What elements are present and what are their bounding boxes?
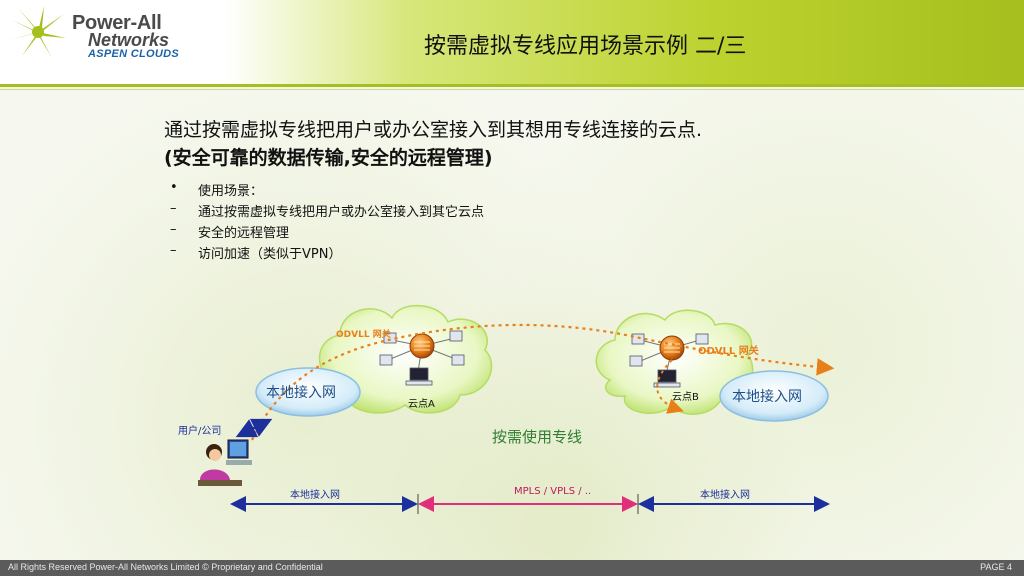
- bullet-item: – 访问加速（类似于VPN）: [170, 243, 484, 264]
- footer-bar: All Rights Reserved Power-All Networks L…: [0, 560, 1024, 576]
- bullet-marker: –: [170, 201, 177, 216]
- local-access-left-label: 本地接入网: [266, 385, 336, 401]
- logo-text-networks: Networks: [88, 30, 170, 50]
- gateway-b-label: ODVLL 网关: [698, 346, 759, 357]
- bullet-marker: –: [170, 222, 177, 237]
- bullet-text: 安全的远程管理: [198, 226, 290, 241]
- bullet-list: • 使用场景： – 通过按需虚拟专线把用户或办公室接入到其它云点 – 安全的远程…: [170, 180, 484, 264]
- local-access-right-shape: [719, 370, 829, 422]
- bullet-item: – 安全的远程管理: [170, 222, 484, 243]
- virtual-line-path: [251, 323, 835, 441]
- headline-subtitle: (安全可靠的数据传输,安全的远程管理): [164, 147, 493, 169]
- header-bar: [0, 0, 1024, 84]
- headline: 通过按需虚拟专线把用户或办公室接入到其想用专线连接的云点.: [164, 119, 703, 141]
- header-divider-thin: [0, 89, 1024, 90]
- cloud-b-label: 云点B: [672, 392, 699, 403]
- user-label: 用户/公司: [178, 426, 222, 437]
- cloud-a-computers: [379, 330, 465, 386]
- gateway-a-icon: [409, 333, 435, 359]
- bullet-marker: •: [170, 180, 178, 195]
- user-link: [235, 418, 273, 438]
- bullet-text: 使用场景：: [198, 184, 264, 199]
- local-access-right-label: 本地接入网: [732, 389, 802, 405]
- bullet-text: 通过按需虚拟专线把用户或办公室接入到其它云点: [198, 205, 485, 220]
- virtual-line-branch: [656, 359, 684, 414]
- company-logo: Power-All Networks ASPEN CLOUDS: [8, 4, 218, 64]
- logo-text-power-all: Power-All: [72, 12, 162, 34]
- segment-middle-label: MPLS / VPLS / ..: [514, 486, 592, 497]
- segment-left-label: 本地接入网: [290, 490, 340, 501]
- bullet-text: 访问加速（类似于VPN）: [198, 247, 342, 262]
- bullet-marker: –: [170, 243, 177, 258]
- footer-copyright: All Rights Reserved Power-All Networks L…: [8, 562, 323, 572]
- segment-right-label: 本地接入网: [700, 490, 750, 501]
- bullet-item: • 使用场景：: [170, 180, 484, 201]
- user-icon: [198, 439, 252, 486]
- header-divider: [0, 84, 1024, 87]
- footer-page-number: PAGE 4: [980, 562, 1012, 572]
- gateway-a-label: ODVLL 网关: [336, 330, 391, 340]
- service-label: 按需使用专线: [492, 428, 583, 446]
- background-pattern: [0, 90, 1024, 560]
- cloud-a-shape: [318, 305, 493, 414]
- local-access-left-shape: [255, 367, 361, 417]
- logo-burst-icon: [10, 6, 66, 58]
- bullet-item: – 通过按需虚拟专线把用户或办公室接入到其它云点: [170, 201, 484, 222]
- cloud-a-label: 云点A: [408, 399, 435, 410]
- page-title: 按需虚拟专线应用场景示例 二/三: [424, 34, 747, 59]
- logo-text-aspen-clouds: ASPEN CLOUDS: [88, 48, 179, 60]
- gateway-b-icon: [659, 335, 685, 361]
